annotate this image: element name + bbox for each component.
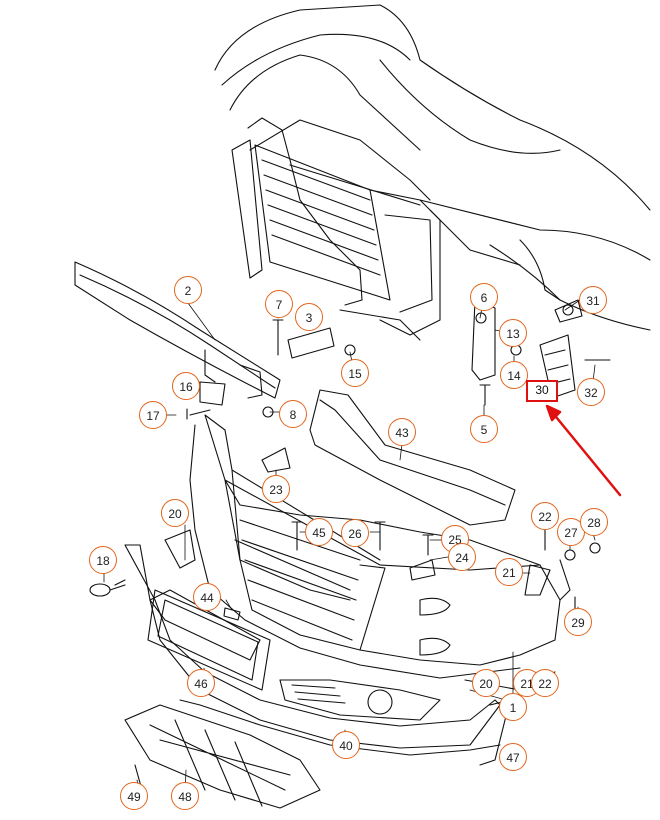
license-plate-bracket: [147, 589, 271, 691]
callout-20-lower: 20: [472, 669, 500, 697]
callout-24: 24: [448, 543, 476, 571]
callout-5: 5: [470, 415, 498, 443]
callout-2: 2: [174, 276, 202, 304]
highlighted-part-30: 30: [526, 380, 558, 402]
energy-absorber: [309, 389, 516, 526]
callout-32: 32: [577, 378, 605, 406]
callout-49: 49: [120, 782, 148, 810]
car-body-outline: [214, 4, 651, 331]
underbody-guard: [124, 704, 321, 809]
side-brackets: [409, 529, 551, 596]
callout-23: 23: [262, 475, 290, 503]
part-20-shape: [164, 529, 196, 569]
callout-22-lower: 22: [531, 669, 559, 697]
callout-16: 16: [172, 372, 200, 400]
callout-31: 31: [579, 286, 607, 314]
callout-18: 18: [89, 546, 117, 574]
callout-14: 14: [500, 361, 528, 389]
callout-20-upper: 20: [161, 499, 189, 527]
callout-40: 40: [332, 731, 360, 759]
callout-47: 47: [499, 743, 527, 771]
callout-45: 45: [305, 518, 333, 546]
callout-43: 43: [388, 418, 416, 446]
bumper-cover: [189, 414, 571, 679]
callout-28: 28: [580, 508, 608, 536]
callout-15: 15: [341, 359, 369, 387]
callout-7: 7: [265, 290, 293, 318]
callout-46: 46: [187, 669, 215, 697]
radiator-frame: [231, 117, 441, 341]
callout-26: 26: [341, 519, 369, 547]
callout-21-upper: 21: [495, 558, 523, 586]
bumper-reinforcement: [74, 261, 281, 399]
callout-22-upper: 22: [531, 502, 559, 530]
callout-8: 8: [279, 400, 307, 428]
callout-6: 6: [470, 283, 498, 311]
callout-44: 44: [193, 583, 221, 611]
callout-1: 1: [499, 693, 527, 721]
callout-3: 3: [295, 303, 323, 331]
tow-eye: [89, 583, 126, 597]
highlight-arrow: [545, 404, 622, 497]
callout-48: 48: [171, 782, 199, 810]
callout-29: 29: [564, 608, 592, 636]
part-23-shape: [261, 447, 291, 473]
bracket-parts: [287, 299, 611, 399]
callout-13: 13: [499, 319, 527, 347]
part-16-shape: [199, 381, 226, 406]
callout-17: 17: [139, 401, 167, 429]
fastener-screws: [114, 304, 601, 791]
